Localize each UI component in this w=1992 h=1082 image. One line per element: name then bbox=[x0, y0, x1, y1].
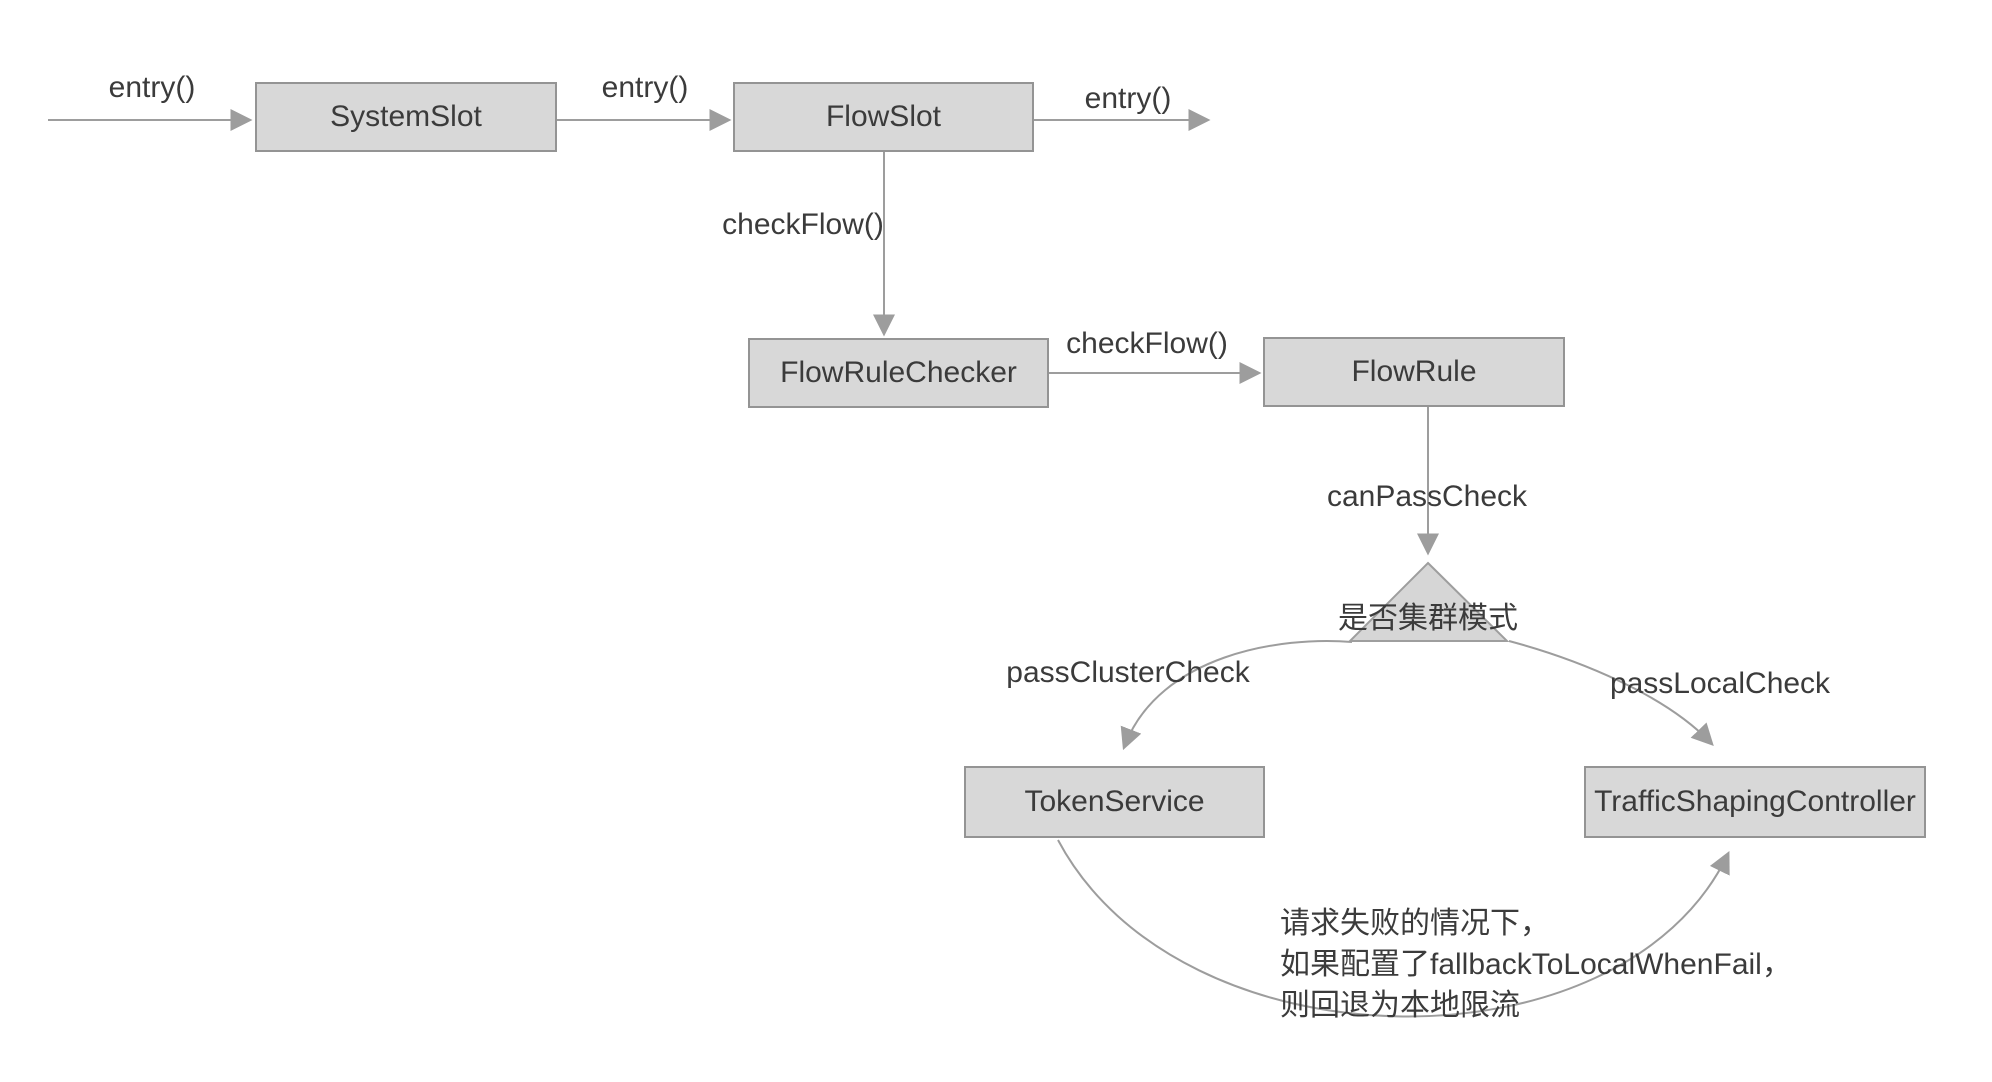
node-tokenservice: TokenService bbox=[964, 766, 1265, 838]
node-flowslot: FlowSlot bbox=[733, 82, 1034, 152]
node-flowrulechecker: FlowRuleChecker bbox=[748, 338, 1049, 408]
edge-label-passclustercheck: passClusterCheck bbox=[1006, 656, 1250, 689]
edge-label-entry-mid: entry() bbox=[601, 71, 689, 104]
edge-label-checkflow-right: checkFlow() bbox=[1066, 327, 1228, 360]
fallback-note-line-3: 则回退为本地限流 bbox=[1280, 989, 1520, 1022]
fallback-note-line-2: 如果配置了fallbackToLocalWhenFail， bbox=[1280, 948, 1792, 981]
node-systemslot: SystemSlot bbox=[255, 82, 557, 152]
edge-tokenservice-fallback-to-trafficshapingcontroller bbox=[1057, 839, 1730, 1018]
edge-label-entry-out: entry() bbox=[1084, 82, 1172, 115]
node-flowrule: FlowRule bbox=[1263, 337, 1565, 407]
edge-label-passlocalcheck: passLocalCheck bbox=[1609, 667, 1831, 700]
edge-label-checkflow-down: checkFlow() bbox=[722, 208, 884, 241]
fallback-note-line-1: 请求失败的情况下， bbox=[1280, 907, 1550, 940]
node-trafficshapingcontroller: TrafficShapingController bbox=[1584, 766, 1926, 838]
decision-label: 是否集群模式 bbox=[1338, 602, 1518, 635]
decision-triangle bbox=[1347, 561, 1510, 642]
edge-decision-to-trafficshapingcontroller bbox=[1508, 640, 1714, 746]
fallback-note: 请求失败的情况下， 如果配置了fallbackToLocalWhenFail， … bbox=[1280, 903, 1792, 1026]
edge-label-canpasscheck: canPassCheck bbox=[1326, 480, 1528, 513]
edge-decision-to-tokenservice bbox=[1120, 639, 1353, 751]
edge-label-entry-in: entry() bbox=[108, 71, 196, 104]
